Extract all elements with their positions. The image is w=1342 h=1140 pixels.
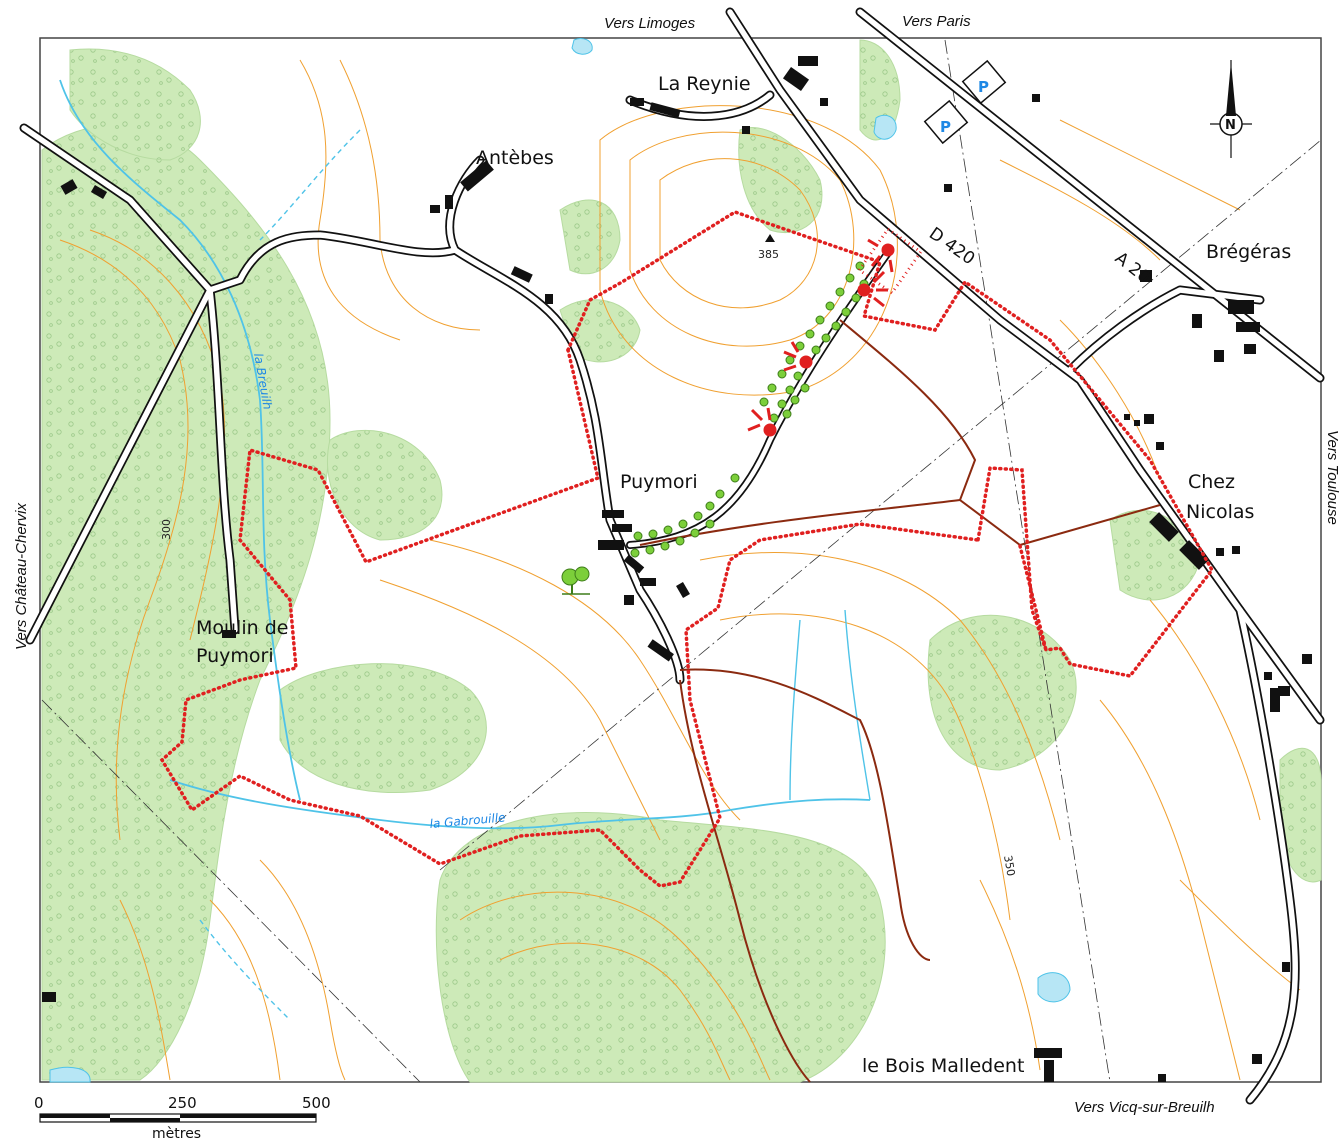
forest-west (41, 124, 331, 1081)
place-puymori: Puymori (620, 471, 698, 493)
road-puymori (452, 247, 683, 683)
stream-dashed-south (199, 919, 291, 1021)
river-label-gabrouille: la Gabrouille (429, 810, 506, 831)
north-arrow: N (1210, 60, 1252, 158)
forest-east (927, 614, 1077, 771)
north-label: N (1225, 118, 1236, 133)
pond-north (571, 37, 593, 55)
forest-central-south (279, 663, 487, 793)
scale-bar: 0 250 500 mètres (34, 1094, 331, 1140)
river-breuilh (59, 79, 301, 801)
scale-unit: mètres (152, 1126, 201, 1140)
elevation-summit: 385 (758, 248, 779, 261)
paths (639, 319, 1161, 1083)
forest-south (435, 812, 886, 1083)
boundary-north (566, 210, 1215, 678)
place-moulin-line2: Puymori (196, 645, 274, 667)
summit-marker (765, 234, 775, 242)
stream-dashed-north (259, 129, 361, 241)
parking-label-1: P (978, 78, 989, 96)
road-antebes-link (207, 232, 458, 293)
road-d420 (727, 9, 1323, 723)
stream-east-2 (844, 609, 871, 801)
viewpoint-3 (857, 270, 888, 308)
dir-paris: Vers Paris (902, 13, 971, 30)
scale-tick-500: 500 (302, 1094, 331, 1112)
scale-tick-250: 250 (168, 1094, 197, 1112)
contour-label-300: 300 (160, 519, 173, 540)
dir-vicq: Vers Vicq-sur-Breuilh (1074, 1099, 1215, 1116)
forest-paris-strip (859, 39, 901, 141)
road-a20 (857, 9, 1323, 381)
tree-symbol (561, 566, 590, 595)
contour-label-350: 350 (1001, 854, 1017, 877)
road-vicq (1237, 607, 1298, 1103)
dir-limoges: Vers Limoges (604, 15, 696, 32)
scale-tick-0: 0 (34, 1094, 44, 1112)
river-gabrouille (169, 779, 871, 830)
power-lines (41, 39, 1322, 1083)
stream-east-1 (789, 619, 801, 801)
property-boundary (159, 210, 1215, 888)
pond-southwest (49, 1066, 91, 1083)
forest-areas (41, 39, 1322, 1083)
place-la-reynie: La Reynie (658, 73, 751, 95)
parking-1[interactable] (961, 59, 1007, 105)
boundary-west (159, 348, 980, 888)
place-antebes: Antèbes (476, 147, 554, 169)
avenue-trees (630, 261, 869, 558)
place-bois-malledent: le Bois Malledent (862, 1055, 1024, 1077)
road-west (27, 287, 213, 643)
pond-southeast (1037, 972, 1071, 1003)
hydrography (49, 37, 1071, 1083)
road-chateau-chervix (21, 125, 238, 633)
place-moulin-line1: Moulin de (196, 617, 288, 639)
viewpoint-2 (783, 341, 813, 372)
road-antebes-north (447, 157, 483, 253)
viewpoints (747, 238, 895, 437)
dir-chateau-chervix: Vers Château-Chervix (13, 502, 30, 650)
road-bregeras (1067, 287, 1263, 373)
parking-2[interactable] (923, 99, 969, 145)
roads (19, 7, 1325, 1105)
viewpoint-1 (747, 407, 777, 437)
viewpoint-4 (867, 238, 895, 273)
forest-north-west (69, 48, 201, 161)
contour-lines (59, 59, 1301, 1081)
forest-antebes (559, 199, 621, 275)
place-bregeras: Brégéras (1206, 241, 1291, 263)
pond-paris (873, 114, 897, 140)
place-chez-nicolas-line1: Chez (1188, 471, 1235, 493)
parking-label-2: P (940, 118, 951, 136)
boundary-east-notch (1018, 544, 1048, 652)
place-chez-nicolas-line2: Nicolas (1186, 501, 1254, 523)
dir-toulouse: Vers Toulouse (1324, 430, 1341, 525)
buildings (42, 56, 1312, 1082)
forest-north-strip (738, 126, 823, 234)
